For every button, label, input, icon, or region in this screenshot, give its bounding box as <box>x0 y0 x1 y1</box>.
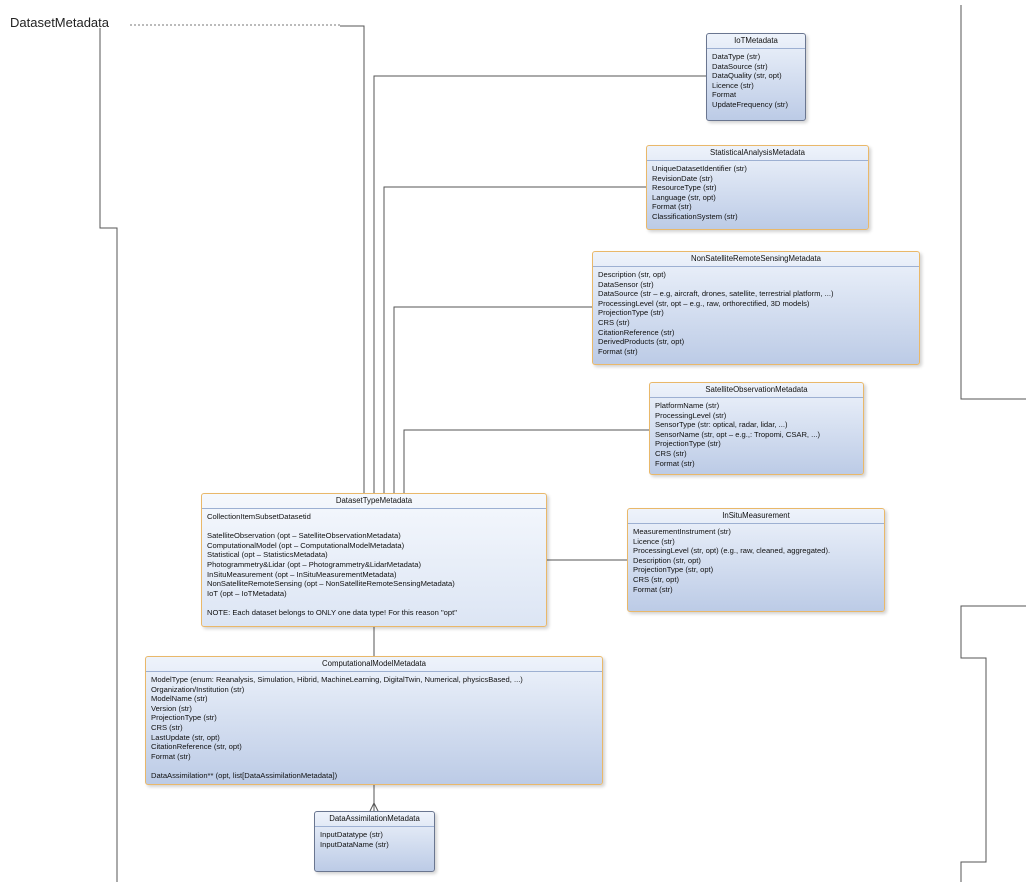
attribute: ModelName (str) <box>151 694 208 704</box>
attribute: Language (str, opt) <box>652 192 716 202</box>
class-data-assimilation-metadata[interactable]: DataAssimilationMetadata InputDatatype (… <box>314 811 435 872</box>
attribute: IoT (opt – IoTMetadata) <box>207 588 287 598</box>
class-header: DataAssimilationMetadata <box>315 812 434 827</box>
attribute: CollectionItemSubsetDatasetid <box>207 512 311 521</box>
attribute: Format (str) <box>652 202 692 212</box>
attribute: ProjectionType (str) <box>151 713 217 723</box>
class-attributes: UniqueDatasetIdentifier (str) RevisionDa… <box>647 161 868 225</box>
attribute: ProjectionType (str) <box>655 439 721 449</box>
attribute: CitationReference (str, opt) <box>151 742 242 752</box>
attribute: UpdateFrequency (str) <box>712 99 788 109</box>
attribute: Licence (str) <box>712 80 754 90</box>
attribute: ResourceType (str) <box>652 183 717 193</box>
attribute: Photogrammetry&Lidar (opt – Photogrammet… <box>207 559 421 569</box>
attribute: Licence (str) <box>633 536 675 546</box>
attribute: PlatformName (str) <box>655 401 720 410</box>
attribute: Format <box>712 90 737 100</box>
attribute: InSituMeasurement (opt – InSituMeasureme… <box>207 569 397 579</box>
connector-nonsat <box>393 306 592 493</box>
attribute: ModelType (enum: Reanalysis, Simulation,… <box>151 675 523 684</box>
class-header: DatasetTypeMetadata <box>202 494 546 509</box>
class-in-situ-measurement[interactable]: InSituMeasurement MeasurementInstrument … <box>627 508 885 612</box>
class-dataset-type-metadata[interactable]: DatasetTypeMetadata CollectionItemSubset… <box>201 493 547 627</box>
class-header: ComputationalModelMetadata <box>146 657 602 672</box>
attribute: DataType (str) <box>712 52 761 61</box>
class-attributes: CollectionItemSubsetDatasetid SatelliteO… <box>202 509 546 621</box>
attribute: CRS (str) <box>151 722 183 732</box>
class-statistical-analysis-metadata[interactable]: StatisticalAnalysisMetadata UniqueDatase… <box>646 145 869 230</box>
connector-iot <box>373 75 706 493</box>
attribute: Format (str) <box>151 751 191 761</box>
attribute: CitationReference (str) <box>598 327 675 337</box>
attribute: Organization/Institution (str) <box>151 684 245 694</box>
attribute: DataQuality (str, opt) <box>712 71 782 81</box>
attribute: SensorType (str: optical, radar, lidar, … <box>655 420 788 430</box>
attribute: DataAssimilation** (opt, list[DataAssimi… <box>151 770 338 780</box>
attribute: ProjectionType (str, opt) <box>633 565 714 575</box>
class-iot-metadata[interactable]: IoTMetadata DataType (str) DataSource (s… <box>706 33 806 121</box>
attribute: SatelliteObservation (opt – SatelliteObs… <box>207 531 401 541</box>
right-frame-upper <box>960 5 1026 400</box>
attribute: LastUpdate (str, opt) <box>151 732 220 742</box>
attribute: MeasurementInstrument (str) <box>633 527 731 536</box>
class-header: InSituMeasurement <box>628 509 884 524</box>
page-title: DatasetMetadata <box>10 15 110 30</box>
attribute: Statistical (opt – StatisticsMetadata) <box>207 550 328 560</box>
class-attributes: PlatformName (str) ProcessingLevel (str)… <box>650 398 863 471</box>
attribute: RevisionDate (str) <box>652 173 713 183</box>
attribute: DataSensor (str) <box>598 279 654 289</box>
attribute: ProcessingLevel (str, opt) (e.g., raw, c… <box>633 546 831 556</box>
attribute: InputDataName (str) <box>320 839 389 849</box>
class-header: StatisticalAnalysisMetadata <box>647 146 868 161</box>
attribute: DataSource (str) <box>712 61 768 71</box>
package-frame <box>99 28 118 882</box>
attribute: InputDatatype (str) <box>320 830 383 839</box>
class-computational-model-metadata[interactable]: ComputationalModelMetadata ModelType (en… <box>145 656 603 785</box>
attribute: UniqueDatasetIdentifier (str) <box>652 164 747 173</box>
class-attributes: MeasurementInstrument (str) Licence (str… <box>628 524 884 597</box>
right-frame-lower <box>960 605 1026 882</box>
attribute: Format (str) <box>633 584 673 594</box>
note: NOTE: Each dataset belongs to ONLY one d… <box>207 607 457 617</box>
attribute: ComputationalModel (opt – ComputationalM… <box>207 540 405 550</box>
attribute: ProcessingLevel (str) <box>655 410 727 420</box>
attribute: ClassificationSystem (str) <box>652 211 738 221</box>
title-connector <box>340 25 365 493</box>
class-attributes: DataType (str) DataSource (str) DataQual… <box>707 49 805 113</box>
attribute: DataSource (str – e.g, aircraft, drones,… <box>598 289 834 299</box>
class-attributes: InputDatatype (str) InputDataName (str) <box>315 827 434 852</box>
connector-satellite <box>403 429 649 493</box>
class-non-satellite-remote-sensing-metadata[interactable]: NonSatelliteRemoteSensingMetadata Descri… <box>592 251 920 365</box>
class-header: SatelliteObservationMetadata <box>650 383 863 398</box>
attribute: ProcessingLevel (str, opt – e.g., raw, o… <box>598 298 810 308</box>
attribute: Format (str) <box>598 346 638 356</box>
attribute: CRS (str, opt) <box>633 574 679 584</box>
attribute: CRS (str) <box>655 448 687 458</box>
class-header: NonSatelliteRemoteSensingMetadata <box>593 252 919 267</box>
class-satellite-observation-metadata[interactable]: SatelliteObservationMetadata PlatformNam… <box>649 382 864 475</box>
attribute: Description (str, opt) <box>633 555 701 565</box>
attribute: Format (str) <box>655 458 695 468</box>
attribute: CRS (str) <box>598 317 630 327</box>
class-attributes: Description (str, opt) DataSensor (str) … <box>593 267 919 359</box>
attribute: SensorName (str, opt – e.g.,: Tropomi, C… <box>655 429 821 439</box>
attribute: NonSatelliteRemoteSensing (opt – NonSate… <box>207 579 455 589</box>
connector-statistical <box>383 186 646 493</box>
class-attributes: ModelType (enum: Reanalysis, Simulation,… <box>146 672 602 784</box>
crowfoot-mark <box>369 801 379 812</box>
attribute: Version (str) <box>151 703 192 713</box>
class-header: IoTMetadata <box>707 34 805 49</box>
attribute: Description (str, opt) <box>598 270 666 279</box>
attribute: DerivedProducts (str, opt) <box>598 337 685 347</box>
attribute: ProjectionType (str) <box>598 308 664 318</box>
